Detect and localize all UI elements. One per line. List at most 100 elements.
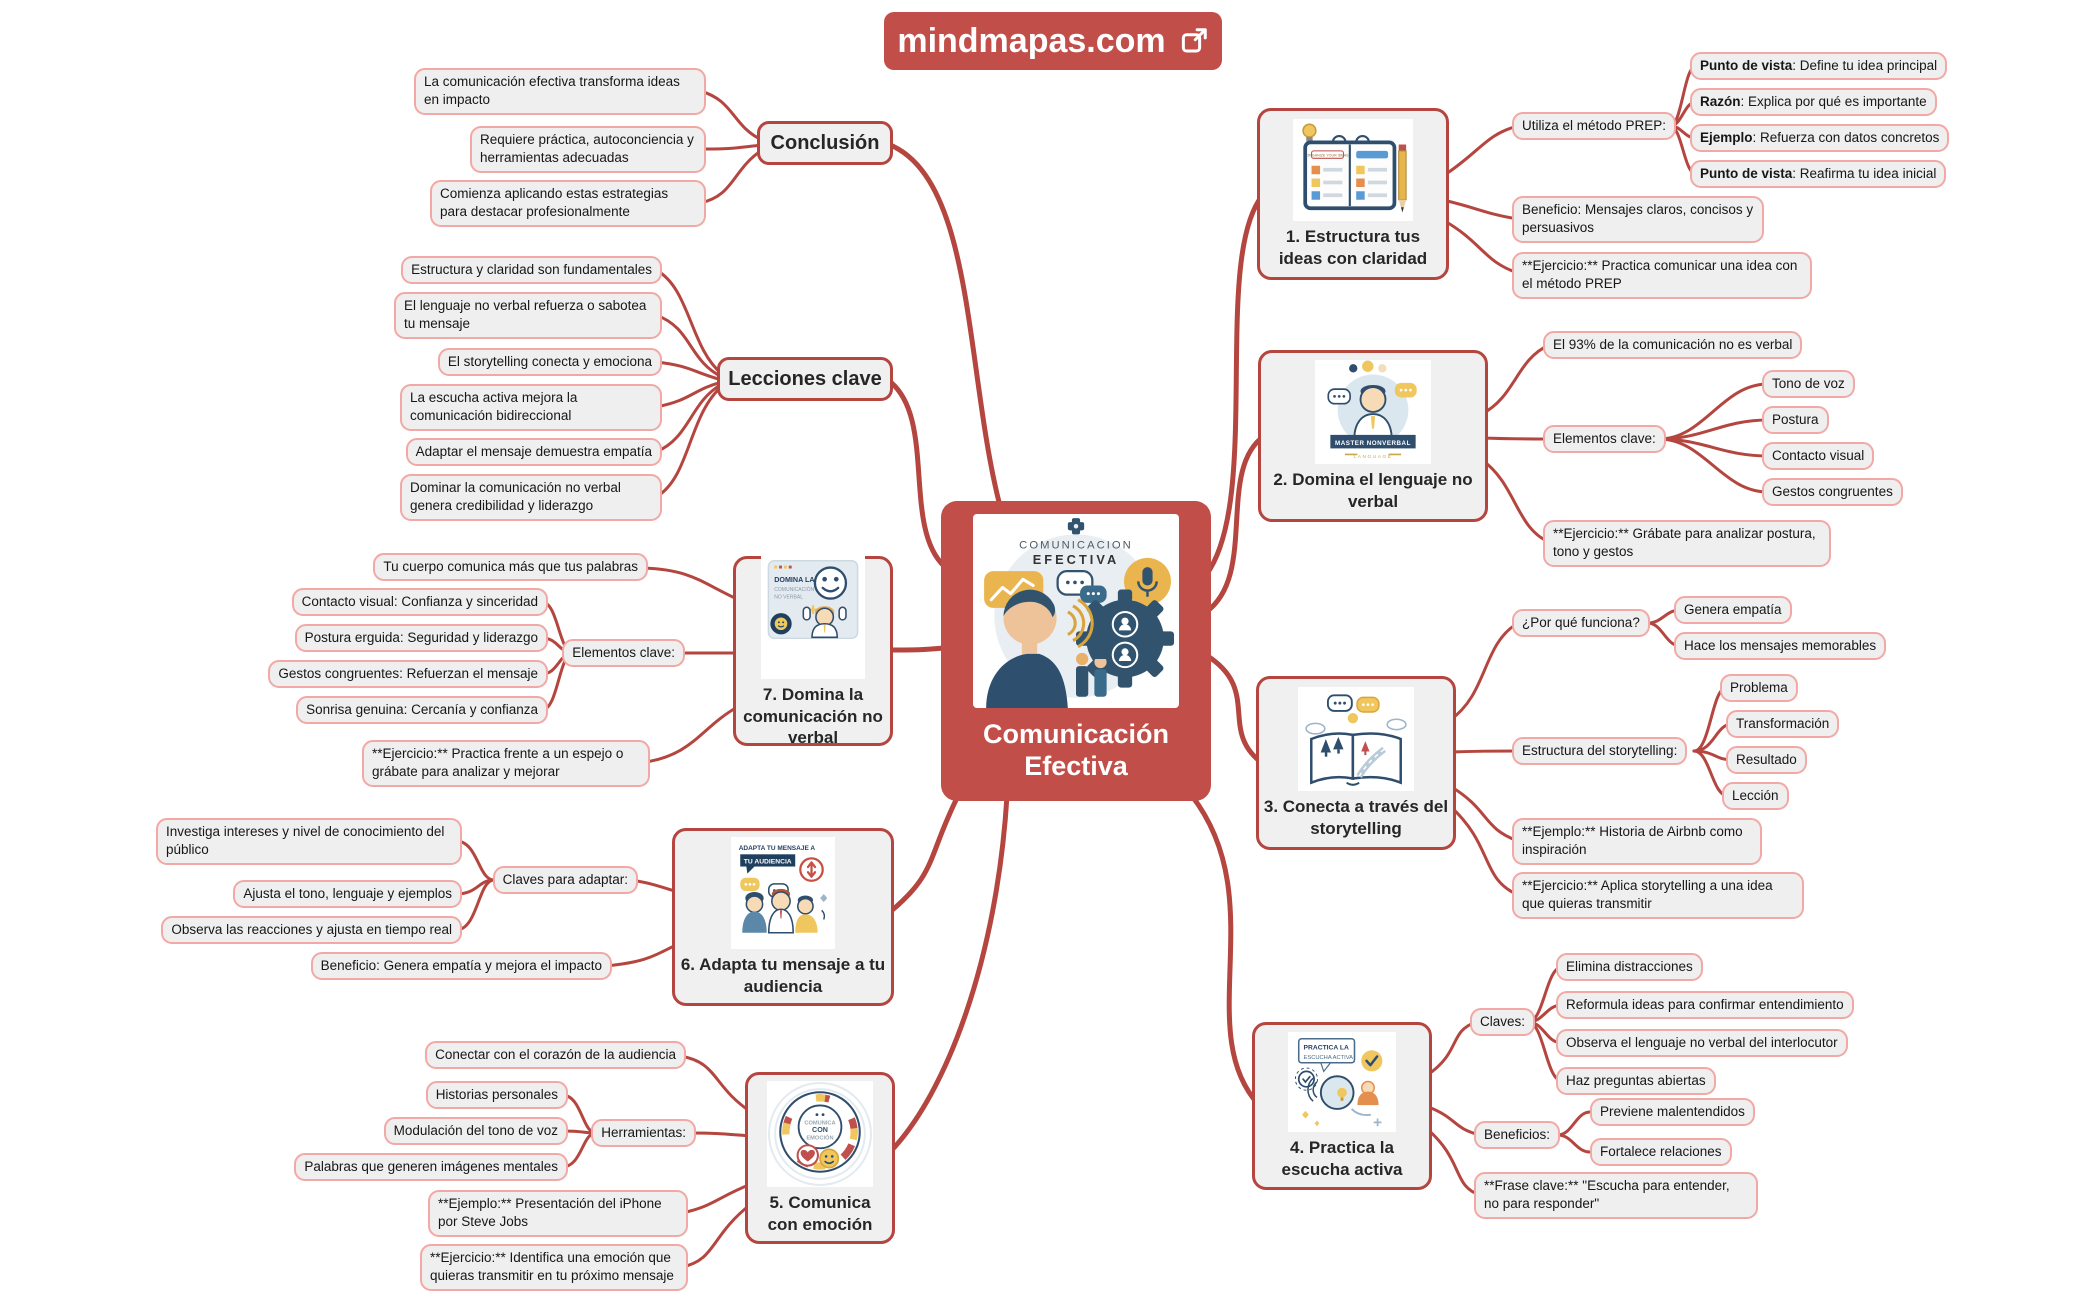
- subtopic-cuerpo-comunica[interactable]: Tu cuerpo comunica más que tus palabras: [373, 553, 648, 582]
- leaf-preguntas-abiertas[interactable]: Haz preguntas abiertas: [1556, 1067, 1716, 1096]
- leaf-transformacion[interactable]: Transformación: [1726, 710, 1840, 739]
- leaf-problema[interactable]: Problema: [1720, 674, 1798, 703]
- leccion-5[interactable]: Adaptar el mensaje demuestra empatía: [405, 438, 662, 467]
- leaf-postura-erguida[interactable]: Postura erguida: Seguridad y liderazgo: [294, 624, 548, 653]
- leccion-6[interactable]: Dominar la comunicación no verbal genera…: [400, 474, 662, 521]
- subtopic-metodo-prep[interactable]: Utiliza el método PREP:: [1512, 112, 1677, 141]
- topic-1-title: 1. Estructura tus ideas con claridad: [1278, 227, 1428, 268]
- subtopic-label: El 93% de la comunicación no es verbal: [1553, 337, 1793, 352]
- subtopic-claves-adaptar[interactable]: Claves para adaptar:: [492, 866, 638, 895]
- subtopic-herramientas[interactable]: Herramientas:: [591, 1119, 696, 1148]
- leaf-reformula-ideas[interactable]: Reformula ideas para confirmar entendimi…: [1556, 991, 1854, 1020]
- leaf-label: Transformación: [1736, 716, 1830, 731]
- prep-item-razon[interactable]: Razón: Explica por qué es importante: [1690, 88, 1937, 117]
- subtopic-conectar-corazon[interactable]: Conectar con el corazón de la audiencia: [425, 1041, 686, 1070]
- prep-term: Punto de vista: [1700, 58, 1793, 73]
- topic-lecciones[interactable]: Lecciones clave: [717, 357, 893, 401]
- subtopic-label: Beneficio: Mensajes claros, concisos y p…: [1522, 202, 1754, 236]
- subtopic-ejercicio-5[interactable]: **Ejercicio:** Identifica una emoción qu…: [420, 1244, 688, 1291]
- subtopic-93-por-ciento[interactable]: El 93% de la comunicación no es verbal: [1543, 331, 1803, 360]
- subtopic-ejercicio-1[interactable]: **Ejercicio:** Practica comunicar una id…: [1512, 252, 1812, 299]
- leaf-sonrisa-genuina[interactable]: Sonrisa genuina: Cercanía y confianza: [296, 696, 548, 725]
- leaf-postura[interactable]: Postura: [1762, 406, 1829, 435]
- subtopic-beneficio-6[interactable]: Beneficio: Genera empatía y mejora el im…: [310, 952, 612, 981]
- subtopic-label: El lenguaje no verbal refuerza o sabotea…: [404, 298, 647, 332]
- subtopic-porque-funciona[interactable]: ¿Por qué funciona?: [1512, 609, 1650, 638]
- leaf-contacto-confianza[interactable]: Contacto visual: Confianza y sinceridad: [291, 588, 548, 617]
- leaf-observa-reacciones[interactable]: Observa las reacciones y ajusta en tiemp…: [161, 916, 462, 945]
- prep-item-ejemplo[interactable]: Ejemplo: Refuerza con datos concretos: [1690, 124, 1950, 153]
- prep-item-punto2[interactable]: Punto de vista: Reafirma tu idea inicial: [1690, 160, 1947, 189]
- subtopic-claves-4[interactable]: Claves:: [1470, 1008, 1536, 1037]
- subtopic-ejemplo-5[interactable]: **Ejemplo:** Presentación del iPhone por…: [428, 1190, 688, 1237]
- subtopic-elementos-clave-2[interactable]: Elementos clave:: [1543, 425, 1666, 454]
- chat-bubbles: [1056, 570, 1107, 603]
- topic-7-noverbal[interactable]: DOMINA LA COMUNICACIÓN NO VERBAL: [733, 553, 893, 748]
- leaf-elimina-distracciones[interactable]: Elimina distracciones: [1556, 953, 1703, 982]
- subtopic-label: Elementos clave:: [572, 645, 675, 660]
- subtopic-estructura-storytelling[interactable]: Estructura del storytelling:: [1512, 737, 1688, 766]
- subtopic-beneficios-4[interactable]: Beneficios:: [1474, 1121, 1561, 1150]
- subtopic-frase-clave[interactable]: **Frase clave:** "Escucha para entender,…: [1474, 1172, 1758, 1219]
- svg-text:EFECTIVA: EFECTIVA: [1033, 552, 1120, 567]
- central-topic[interactable]: COMUNICACION EFECTIVA: [941, 501, 1211, 801]
- prep-term: Punto de vista: [1700, 166, 1793, 181]
- topic-5-emocion[interactable]: COMUNICA CON EMOCIÓN 5. Comunica con emo…: [745, 1072, 895, 1244]
- leaf-genera-empatia[interactable]: Genera empatía: [1674, 596, 1792, 625]
- subtopic-elementos-clave-7[interactable]: Elementos clave:: [562, 639, 685, 668]
- topic-3-storytelling[interactable]: 3. Conecta a través del storytelling: [1256, 676, 1456, 850]
- leccion-3[interactable]: El storytelling conecta y emociona: [437, 348, 662, 377]
- topic-4-title: 4. Practica la escucha activa: [1281, 1138, 1403, 1179]
- leaf-contacto-visual[interactable]: Contacto visual: [1762, 442, 1875, 471]
- leaf-label: Tono de voz: [1772, 376, 1845, 391]
- leaf-label: Gestos congruentes: Refuerzan el mensaje: [278, 666, 538, 681]
- topic-2-lenguaje[interactable]: MASTER NONVERBAL LANGUAGE 2. Domina el l…: [1258, 350, 1488, 522]
- leccion-4[interactable]: La escucha activa mejora la comunicación…: [400, 384, 662, 431]
- leaf-investiga-intereses[interactable]: Investiga intereses y nivel de conocimie…: [156, 818, 462, 865]
- leaf-observa-lenguaje[interactable]: Observa el lenguaje no verbal del interl…: [1556, 1029, 1848, 1058]
- leaf-fortalece-relaciones[interactable]: Fortalece relaciones: [1590, 1138, 1732, 1167]
- central-illustration: COMUNICACION EFECTIVA: [973, 514, 1179, 708]
- leaf-label: Gestos congruentes: [1772, 484, 1893, 499]
- topic-5-title: 5. Comunica con emoción: [767, 1193, 873, 1234]
- leaf-label: Observa las reacciones y ajusta en tiemp…: [171, 922, 452, 937]
- subtopic-label: La escucha activa mejora la comunicación…: [410, 390, 578, 424]
- leaf-modulacion-tono[interactable]: Modulación del tono de voz: [383, 1117, 568, 1146]
- leaf-leccion[interactable]: Lección: [1722, 782, 1789, 811]
- leaf-imagenes-mentales[interactable]: Palabras que generen imágenes mentales: [294, 1153, 568, 1182]
- subtopic-beneficio-1[interactable]: Beneficio: Mensajes claros, concisos y p…: [1512, 196, 1764, 243]
- leaf-mensajes-memorables[interactable]: Hace los mensajes memorables: [1674, 632, 1887, 661]
- subtopic-ejemplo-3[interactable]: **Ejemplo:** Historia de Airbnb como ins…: [1512, 818, 1762, 865]
- leaf-tono-de-voz[interactable]: Tono de voz: [1762, 370, 1855, 399]
- leaf-ajusta-tono[interactable]: Ajusta el tono, lenguaje y ejemplos: [233, 880, 462, 909]
- leccion-2[interactable]: El lenguaje no verbal refuerza o sabotea…: [394, 292, 662, 339]
- topic-4-escucha[interactable]: PRACTICA LA ESCUCHA ACTIVA 4. Practica l…: [1252, 1022, 1432, 1190]
- site-link[interactable]: mindmapas.com: [884, 12, 1222, 70]
- subtopic-label: Claves para adaptar:: [502, 872, 628, 887]
- subtopic-label: Requiere práctica, autoconciencia y herr…: [480, 132, 694, 166]
- subtopic-label: Tu cuerpo comunica más que tus palabras: [383, 559, 638, 574]
- conclusion-item-3[interactable]: Comienza aplicando estas estrategias par…: [430, 180, 706, 227]
- leaf-historias-personales[interactable]: Historias personales: [425, 1081, 568, 1110]
- conclusion-item-2[interactable]: Requiere práctica, autoconciencia y herr…: [470, 126, 706, 173]
- topic-3-title: 3. Conecta a través del storytelling: [1263, 797, 1449, 838]
- subtopic-label: El storytelling conecta y emociona: [447, 354, 652, 369]
- leaf-gestos-refuerzan[interactable]: Gestos congruentes: Refuerzan el mensaje: [268, 660, 548, 689]
- subtopic-ejercicio-3[interactable]: **Ejercicio:** Aplica storytelling a una…: [1512, 872, 1804, 919]
- prep-desc: : Explica por qué es importante: [1740, 94, 1927, 109]
- topic-7-title: 7. Domina la comunicación no verbal: [743, 685, 883, 748]
- topic-1-estructura[interactable]: ORGANIZE YOUR IDEAS 1. Estructura tus id…: [1257, 108, 1449, 280]
- leaf-label: Lección: [1732, 788, 1779, 803]
- subtopic-ejercicio-2[interactable]: **Ejercicio:** Grábate para analizar pos…: [1543, 520, 1831, 567]
- leccion-1[interactable]: Estructura y claridad son fundamentales: [401, 256, 662, 285]
- subtopic-ejercicio-7[interactable]: **Ejercicio:** Practica frente a un espe…: [362, 740, 650, 787]
- topic-6-audiencia[interactable]: ADAPTA TU MENSAJE A TU AUDIENCIA: [672, 828, 894, 1006]
- leaf-label: Contacto visual: Confianza y sinceridad: [301, 594, 538, 609]
- leaf-previene-malentendidos[interactable]: Previene malentendidos: [1590, 1098, 1755, 1127]
- leaf-gestos-congruentes[interactable]: Gestos congruentes: [1762, 478, 1903, 507]
- conclusion-item-1[interactable]: La comunicación efectiva transforma idea…: [414, 68, 706, 115]
- topic-conclusion[interactable]: Conclusión: [757, 121, 893, 165]
- leaf-resultado[interactable]: Resultado: [1726, 746, 1807, 775]
- topic-lecciones-title: Lecciones clave: [728, 367, 882, 390]
- prep-item-punto1[interactable]: Punto de vista: Define tu idea principal: [1690, 52, 1948, 81]
